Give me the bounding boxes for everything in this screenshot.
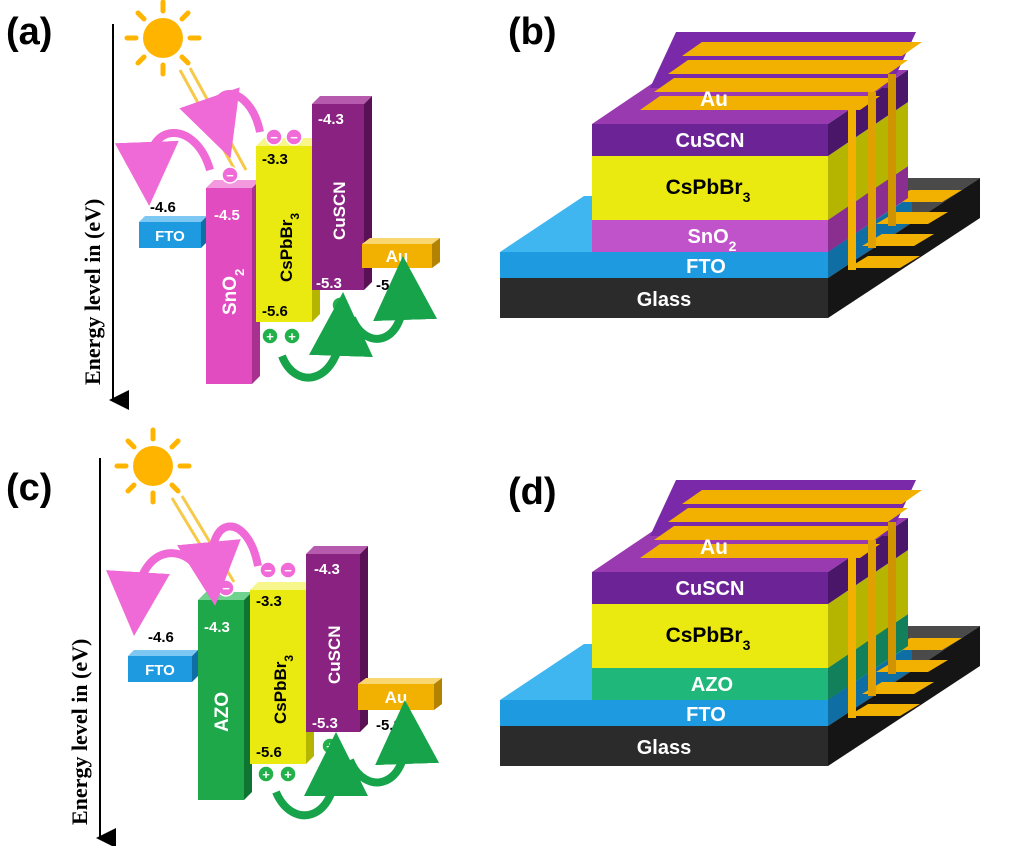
au-label-d: Au [700, 536, 728, 559]
au-label-a: Au [386, 247, 409, 266]
au-block-a: Au [362, 238, 440, 268]
glass-label-b: Glass [637, 289, 691, 311]
electron: − [259, 561, 277, 579]
cuscn-label-b: CuSCN [676, 130, 745, 152]
perovskite-value-bottom-c: -5.6 [256, 744, 282, 761]
sno2-label-a: SnO2 [220, 269, 247, 315]
au-label-b: Au [700, 88, 728, 111]
panel-label-b: (b) [508, 11, 557, 53]
au-electrode-b: Au [640, 32, 922, 270]
azo-value-c: -4.3 [204, 619, 230, 636]
svg-text:−: − [284, 563, 292, 578]
electron: − [221, 166, 239, 184]
hole-transfer-arrow [272, 732, 368, 820]
fto-label-b: FTO [686, 256, 726, 278]
sno2-label-b: SnO2 [688, 226, 737, 254]
au-value-a: -5.2 [376, 277, 402, 294]
perovskite-block-c: -3.3 -5.6 CsPbBr3 [250, 582, 314, 764]
electron-transfer-arrow [179, 87, 264, 159]
hole: + [257, 765, 275, 783]
hole-transfer-arrow [348, 256, 438, 343]
hole-transfer-arrow [278, 292, 373, 382]
hole: + [279, 765, 297, 783]
au-label-c: Au [385, 688, 408, 707]
hole: + [321, 737, 339, 755]
perovskite-value-bottom-a: -5.6 [262, 303, 288, 320]
svg-text:−: − [264, 563, 272, 578]
svg-text:+: + [266, 329, 274, 344]
cuscn-value-top-c: -4.3 [314, 561, 340, 578]
svg-text:+: + [284, 767, 292, 782]
sun-icon [124, 0, 202, 77]
axis-label-c: Energy level in (eV) [67, 639, 92, 825]
cuscn-label-c: CuSCN [325, 625, 344, 684]
panel-c: (c) Energy level in (eV) FTO -4.6 [6, 427, 442, 846]
panel-label-a: (a) [6, 11, 52, 53]
svg-text:+: + [326, 739, 334, 754]
fto-label-a: FTO [155, 228, 185, 245]
svg-text:+: + [288, 329, 296, 344]
cuscn-label-d: CuSCN [676, 578, 745, 600]
au-contact-strips [848, 638, 962, 716]
svg-text:−: − [270, 130, 278, 145]
cuscn-label-a: CuSCN [330, 181, 349, 240]
hole-transfer-arrow [346, 700, 440, 787]
electron-transfer-arrow [114, 129, 214, 206]
fto-value-a: -4.6 [150, 199, 176, 216]
panel-b: (b) Glass FTO SnO2 [500, 11, 980, 318]
azo-block-c: -4.3 AZO [198, 592, 252, 800]
cuscn-block-a: -4.3 -5.3 CuSCN [312, 96, 372, 292]
panel-d: (d) Glass FTO AZO [500, 471, 980, 766]
axis-label-a: Energy level in (eV) [80, 199, 105, 385]
hole: + [331, 296, 349, 314]
sno2-block-a: -4.5 SnO2 [206, 180, 260, 384]
svg-text:+: + [336, 298, 344, 313]
fto-block-a: FTO [139, 216, 207, 248]
hole: + [283, 327, 301, 345]
svg-text:+: + [262, 767, 270, 782]
perovskite-value-top-c: -3.3 [256, 593, 282, 610]
fto-block-c: FTO [128, 650, 198, 682]
electron-transfer-arrow [177, 522, 262, 606]
electron-transfer-arrow [106, 549, 210, 636]
fto-label-c: FTO [145, 662, 175, 679]
cuscn-value-bottom-c: -5.3 [312, 715, 338, 732]
electron: − [279, 561, 297, 579]
panel-label-c: (c) [6, 467, 52, 509]
panel-a: (a) Energy level in (eV) FTO -4.6 [6, 0, 440, 410]
panel-label-d: (d) [508, 471, 557, 513]
perovskite-block-a: -3.3 -5.6 CsPbBr3 [256, 138, 320, 322]
electron: − [265, 128, 283, 146]
au-block-c: Au [358, 678, 442, 710]
cuscn-value-top-a: -4.3 [318, 111, 344, 128]
svg-text:−: − [290, 130, 298, 145]
hole: + [261, 327, 279, 345]
au-electrode-d: Au [640, 480, 922, 718]
azo-label-c: AZO [212, 692, 233, 732]
cuscn-value-bottom-a: -5.3 [316, 275, 342, 292]
au-value-c: -5.2 [376, 717, 402, 734]
perovskite-label-b: CsPbBr3 [666, 176, 751, 205]
perovskite-label-a: CsPbBr3 [277, 213, 302, 282]
perovskite-label-d: CsPbBr3 [666, 624, 751, 653]
sun-icon [114, 427, 192, 505]
perovskite-label-c: CsPbBr3 [271, 655, 296, 724]
electron: − [285, 128, 303, 146]
fto-label-d: FTO [686, 704, 726, 726]
sno2-value-a: -4.5 [214, 207, 240, 224]
azo-label-d: AZO [691, 674, 733, 696]
svg-text:−: − [226, 168, 234, 183]
cuscn-block-c: -4.3 -5.3 CuSCN [306, 546, 368, 732]
perovskite-value-top-a: -3.3 [262, 151, 288, 168]
electron: − [217, 579, 235, 597]
fto-value-c: -4.6 [148, 629, 174, 646]
svg-text:−: − [222, 581, 230, 596]
glass-label-d: Glass [637, 737, 691, 759]
